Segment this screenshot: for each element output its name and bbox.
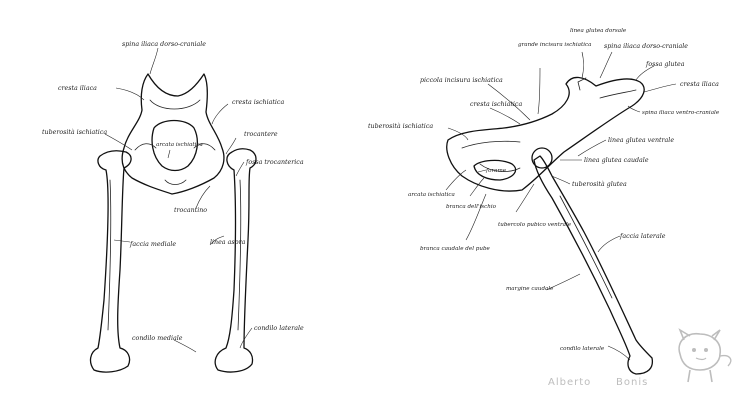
label-margine-caudale: margine caudale <box>506 286 554 292</box>
right-hip-femur-drawing <box>446 76 654 375</box>
label-trocantino: trocantino <box>174 207 207 214</box>
label-cresta-ischiatica: cresta ischiatica <box>232 99 284 106</box>
label-condilo-laterale: condilo laterale <box>254 325 304 332</box>
label-forame: forame <box>485 168 507 174</box>
label-spina-iliaca-dorso-craniale-lat: spina iliaca dorso-craniale <box>604 43 688 50</box>
signature-first-name: Alberto <box>548 377 591 388</box>
label-branca-ischio: branca dell'ischio <box>446 204 497 210</box>
label-faccia-laterale: faccia laterale <box>619 233 666 240</box>
label-arcata-ischiatica-lat: arcata ischiatica <box>408 192 455 198</box>
label-cresta-iliaca: cresta iliaca <box>58 85 97 92</box>
label-spina-iliaca-ventro-craniale: spina iliaca ventro-craniale <box>642 110 720 116</box>
label-tuberosita-ischiatica-lat: tuberosità ischiatica <box>368 123 433 130</box>
label-piccola-incisura-ischiatica: piccola incisura ischiatica <box>420 77 503 84</box>
right-leader-lines <box>445 51 677 361</box>
label-trocantere: trocantere <box>244 131 278 138</box>
label-branca-caudale-pube: branca caudale del pube <box>420 246 491 252</box>
label-cresta-ischiatica-lat: cresta ischiatica <box>470 101 522 108</box>
signature-last-name: Bonis <box>616 377 648 388</box>
creature-logo-icon <box>678 328 732 383</box>
label-fossa-trocanterica: fossa trocanterica <box>245 159 304 166</box>
label-tuberosita-glutea: tuberosità glutea <box>572 181 627 188</box>
left-labels: spina iliaca dorso-craniale cresta iliac… <box>42 41 304 342</box>
label-grande-incisura-ischiatica: grande incisura ischiatica <box>518 42 591 48</box>
label-linea-glutea-dorsale: linea glutea dorsale <box>570 28 627 34</box>
label-cresta-iliaca-lat: cresta iliaca <box>680 81 719 88</box>
label-linea-aspra: linea aspra <box>210 239 246 246</box>
left-leader-lines <box>104 47 253 353</box>
label-faccia-mediale: faccia mediale <box>129 241 176 248</box>
label-condilo-mediale: condilo mediale <box>132 335 183 342</box>
label-linea-glutea-ventrale: linea glutea ventrale <box>608 137 674 144</box>
label-arcata-ischiatica: arcata ischiatica <box>156 142 203 148</box>
left-pelvis-femur-drawing <box>89 73 257 373</box>
signature: Alberto Bonis <box>548 377 648 388</box>
label-tubercolo-pubico-ventrale: tubercolo pubico ventrale <box>498 222 572 228</box>
right-labels: grande incisura ischiatica linea glutea … <box>368 28 720 352</box>
label-spina-iliaca-dorso-craniale: spina iliaca dorso-craniale <box>122 41 206 48</box>
label-linea-glutea-caudale: linea glutea caudale <box>584 157 649 164</box>
label-fossa-glutea: fossa glutea <box>645 61 685 68</box>
label-condilo-laterale-lat: condilo laterale <box>560 346 605 352</box>
label-tuberosita-ischiatica: tuberosità ischiatica <box>42 129 107 136</box>
